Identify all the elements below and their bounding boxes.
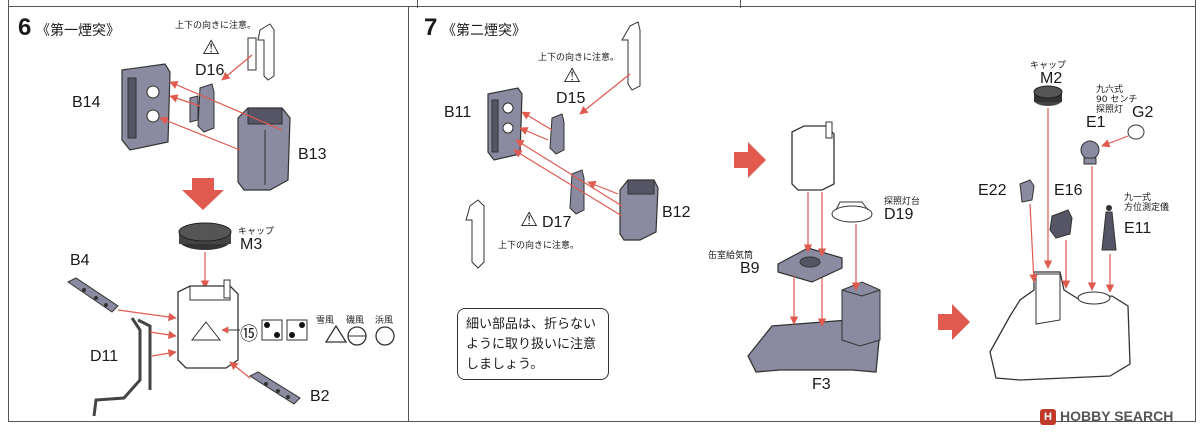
part-d11-drawing (92, 317, 152, 417)
part-e1-drawing (1080, 140, 1100, 165)
label-e1-desc-1: 九六式 (1096, 85, 1124, 95)
step-6-title: 《第一煙突》 (36, 23, 120, 39)
part-d15-top-drawing (621, 21, 641, 91)
label-f3: F3 (812, 376, 831, 393)
part-m2-drawing (1033, 85, 1063, 106)
part-e22-drawing (1019, 179, 1035, 203)
note-box: 細い部品は、折らない ように取り扱いに注意 しましょう。 (457, 308, 609, 380)
step-arrow-right (734, 142, 766, 178)
label-b11: B11 (444, 104, 472, 121)
label-m3-desc: キャップ (238, 227, 275, 237)
label-m2-desc: キャップ (1030, 61, 1067, 71)
final-assembly-drawing (989, 271, 1131, 381)
label-b9: B9 (740, 260, 760, 277)
frame-tick (740, 0, 741, 8)
note-line: 細い部品は、折らない (466, 317, 597, 332)
part-m3-drawing (178, 222, 232, 250)
label-e16: E16 (1054, 182, 1083, 199)
label-d17: D17 (542, 214, 572, 231)
label-e1: E1 (1086, 114, 1106, 131)
part-b4-drawing (67, 277, 119, 313)
label-b2: B2 (310, 388, 330, 405)
part-e11-drawing (1101, 205, 1117, 251)
label-m3: M3 (240, 236, 263, 253)
warning-icon: ⚠ (202, 37, 220, 59)
step-7-number: 7 (424, 14, 438, 41)
part-d17-drawing (465, 199, 485, 269)
funnel-2-drawing (791, 121, 835, 191)
step-arrow-down (182, 178, 224, 210)
caution-d17: 上下の向きに注意。 (498, 241, 580, 251)
symbol-circle (375, 326, 395, 346)
part-b14-drawing (121, 63, 171, 151)
symbol-triangle (324, 324, 348, 343)
part-b13-drawing (237, 107, 291, 191)
instruction-frame (8, 0, 1196, 422)
ship-name-1: 雪風 (316, 316, 335, 326)
label-e1-desc-3: 探照灯 (1096, 105, 1124, 115)
step-arrow-right (938, 304, 970, 340)
part-b9-drawing (777, 247, 843, 283)
part-d19-drawing (831, 201, 873, 223)
part-g2-drawing (1127, 124, 1145, 140)
hobby-search-logo-icon: H (1040, 409, 1056, 426)
caution-d15: 上下の向きに注意。 (538, 53, 620, 63)
ship-name-3: 浜風 (375, 316, 394, 326)
panel-top-border (408, 6, 1195, 7)
panel-divider (408, 6, 409, 422)
part-d17-small-drawing (569, 169, 585, 215)
part-f3-drawing (747, 281, 881, 373)
part-b14-subparts (189, 83, 215, 133)
marking-number: ⑮ (240, 324, 258, 344)
label-e22: E22 (978, 182, 1007, 199)
label-b9-desc: 缶室給気筒 (708, 251, 754, 261)
label-d11: D11 (90, 348, 119, 365)
note-line: ように取り扱いに注意 (466, 337, 597, 352)
panel-top-border (8, 6, 409, 7)
label-e11-desc-1: 九一式 (1124, 193, 1152, 203)
label-g2: G2 (1132, 104, 1154, 121)
part-b12-drawing (619, 179, 659, 241)
watermark-text: HOBBY SEARCH (1060, 408, 1174, 424)
part-b2-drawing (248, 371, 301, 405)
part-b11-drawing (487, 87, 523, 161)
label-b13: B13 (298, 146, 327, 163)
label-e11-desc-2: 方位測定儀 (1124, 203, 1170, 213)
label-d15: D15 (556, 90, 586, 107)
label-d16: D16 (195, 62, 225, 79)
frame-tick (417, 0, 418, 8)
part-d16-drawing (247, 23, 275, 81)
note-line: しましょう。 (466, 357, 544, 372)
label-d19: D19 (884, 206, 914, 223)
step-6-number: 6 (18, 14, 32, 41)
label-b12: B12 (662, 204, 691, 221)
label-e11: E11 (1124, 220, 1152, 237)
label-b4: B4 (70, 252, 90, 269)
step-7-title: 《第二煙突》 (442, 23, 526, 39)
ship-name-2: 磯風 (346, 316, 365, 326)
caution-d16: 上下の向きに注意。 (175, 21, 257, 31)
label-d19-desc: 探照灯台 (884, 197, 921, 207)
part-d15-drawing (549, 113, 565, 155)
label-m2: M2 (1040, 70, 1063, 87)
label-b14: B14 (72, 94, 101, 111)
label-e1-desc-2: 90 センチ (1096, 95, 1138, 105)
warning-icon: ⚠ (520, 209, 538, 231)
symbol-half-circle (347, 326, 367, 346)
funnel-1-drawing (177, 279, 239, 369)
warning-icon: ⚠ (563, 65, 581, 87)
decal-marks (261, 319, 308, 341)
part-e16-drawing (1049, 209, 1073, 239)
